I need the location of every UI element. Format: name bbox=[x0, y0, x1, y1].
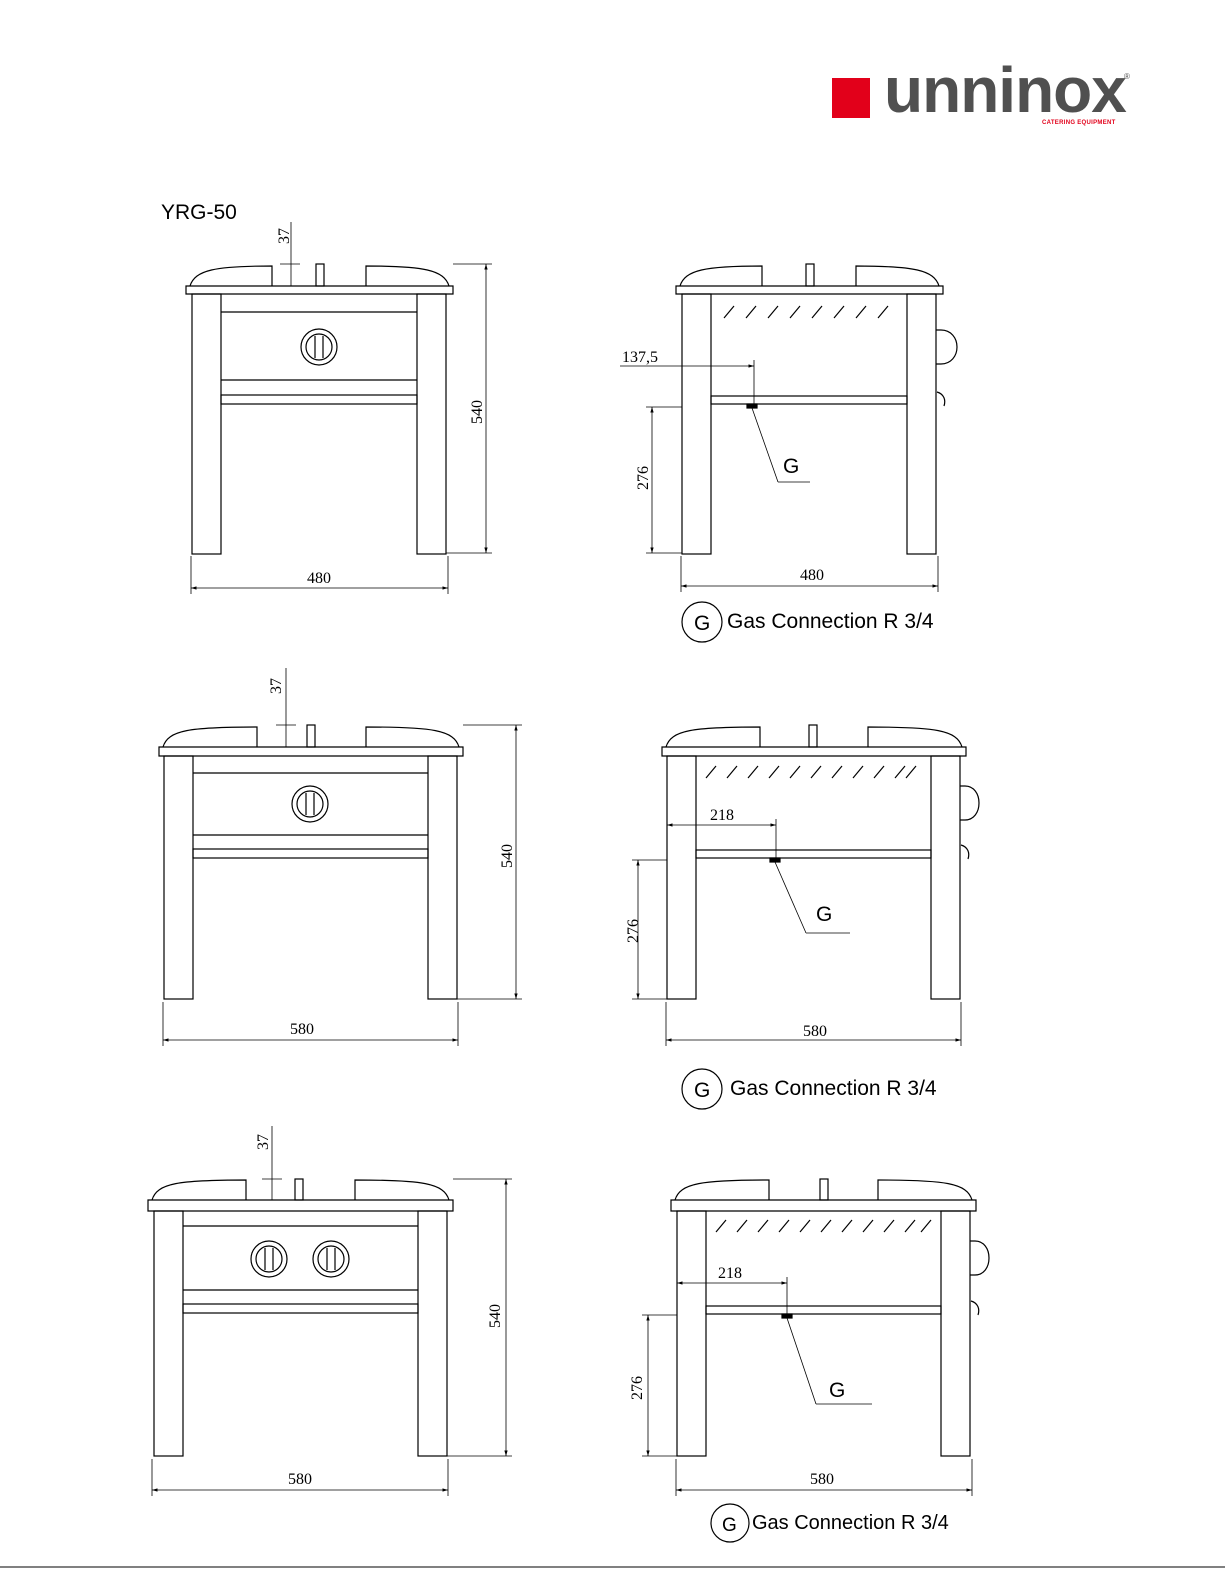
dim-width-side-2: 580 bbox=[803, 1023, 827, 1040]
dim-offset-1: 137,5 bbox=[622, 349, 658, 366]
legend-symbol-2: G bbox=[694, 1079, 710, 1102]
legend-text-3: Gas Connection R 3/4 bbox=[752, 1512, 949, 1535]
dim-width-side-1: 480 bbox=[800, 567, 824, 584]
dim-width-front-1: 480 bbox=[307, 570, 331, 587]
dim-offset-2: 218 bbox=[710, 807, 734, 824]
side-view-3 bbox=[642, 1179, 989, 1496]
dim-width-side-3: 580 bbox=[810, 1471, 834, 1488]
front-view-3 bbox=[148, 1126, 512, 1496]
legend-symbol-1: G bbox=[694, 612, 710, 635]
dim-height-1: 540 bbox=[469, 400, 486, 424]
legend-text-1: Gas Connection R 3/4 bbox=[727, 610, 934, 634]
gas-marker-1: G bbox=[783, 455, 799, 478]
dim-low-2: 276 bbox=[625, 919, 642, 943]
gas-marker-3: G bbox=[829, 1379, 845, 1402]
dim-low-1: 276 bbox=[635, 466, 652, 490]
dim-offset-3: 218 bbox=[718, 1265, 742, 1282]
front-view-1 bbox=[186, 222, 492, 594]
dim-width-front-3: 580 bbox=[288, 1471, 312, 1488]
dim-top-3: 37 bbox=[255, 1134, 272, 1150]
dim-low-3: 276 bbox=[629, 1376, 646, 1400]
dim-top-1: 37 bbox=[276, 228, 293, 244]
legend-text-2: Gas Connection R 3/4 bbox=[730, 1077, 937, 1101]
dim-width-front-2: 580 bbox=[290, 1021, 314, 1038]
dim-top-2: 37 bbox=[268, 678, 285, 694]
front-view-2 bbox=[159, 668, 522, 1046]
legend-symbol-3: G bbox=[722, 1515, 737, 1536]
side-view-2 bbox=[632, 725, 979, 1046]
gas-marker-2: G bbox=[816, 903, 832, 926]
side-view-1 bbox=[620, 264, 957, 592]
dim-height-3: 540 bbox=[487, 1304, 504, 1328]
dim-height-2: 540 bbox=[499, 844, 516, 868]
